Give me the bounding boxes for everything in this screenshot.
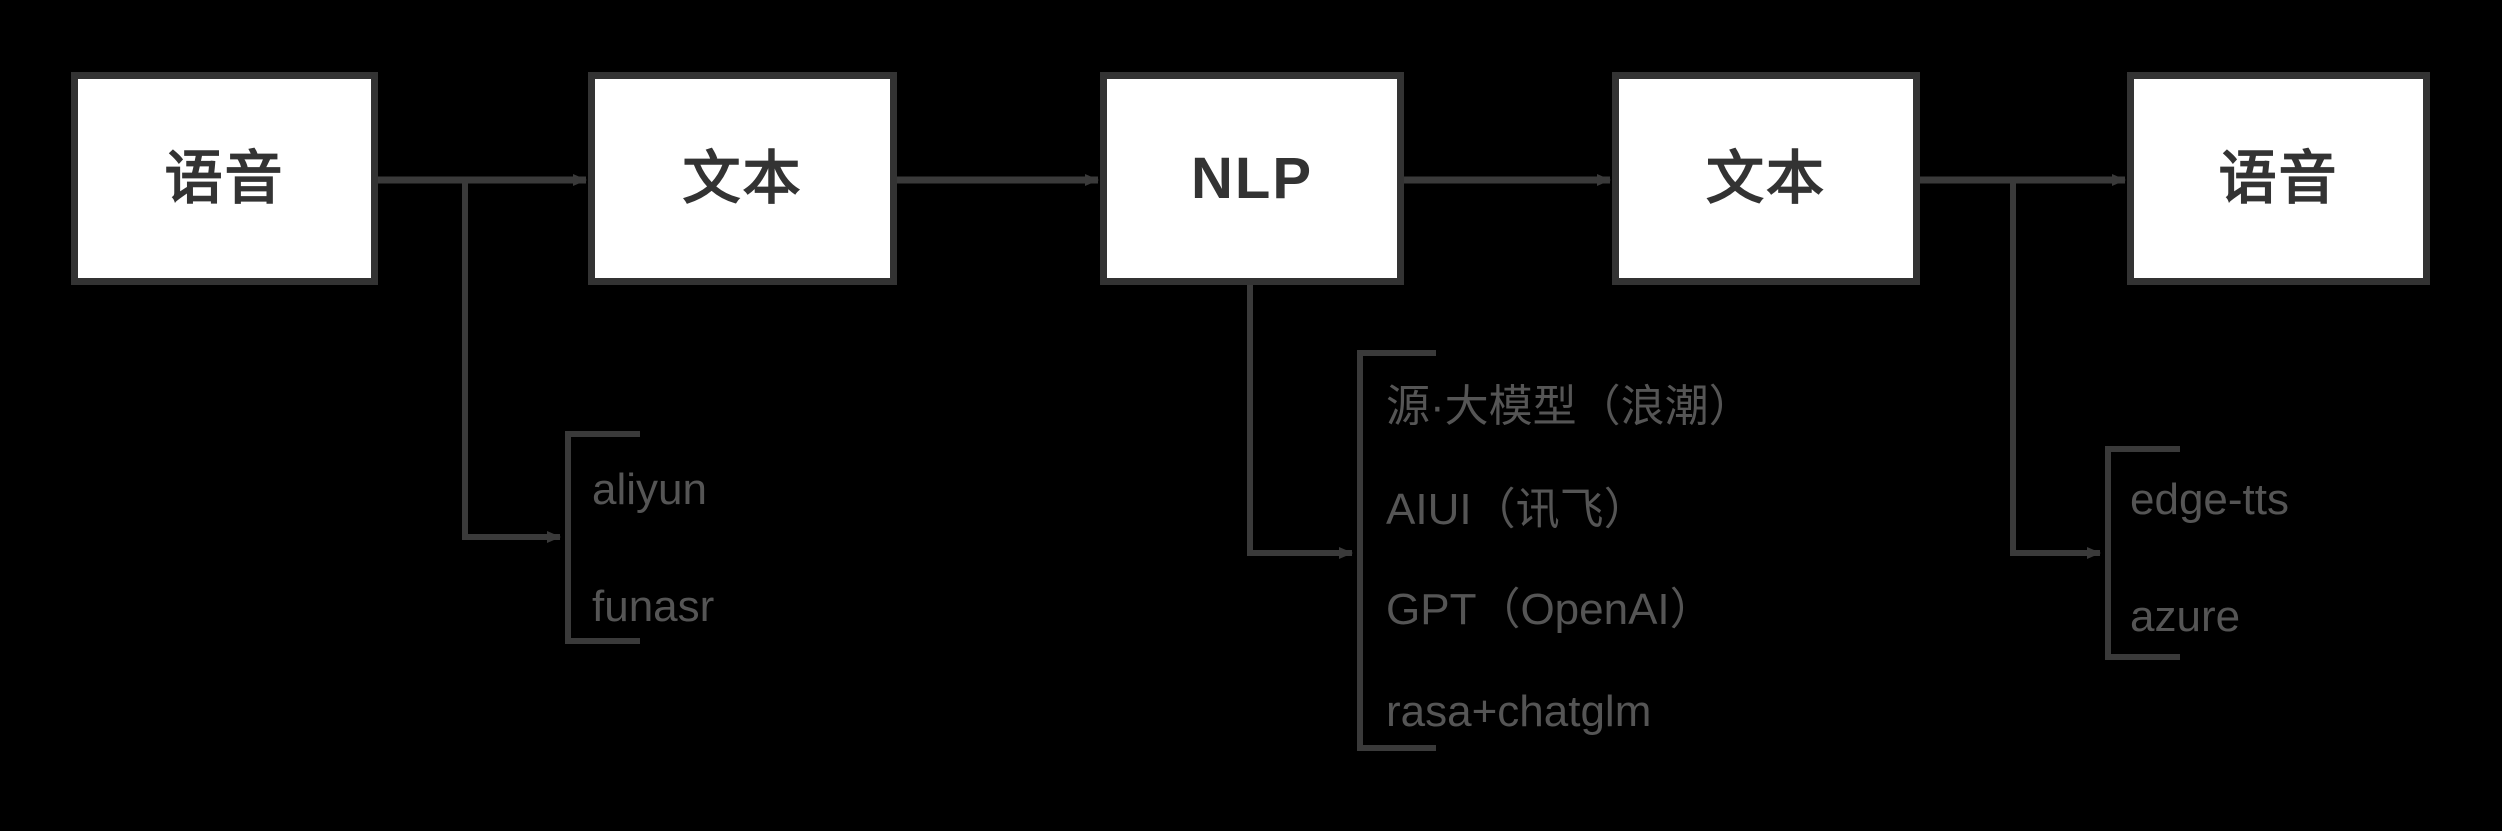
node-label-text-out: 文本: [1705, 145, 1826, 211]
node-label-voice-out: 语音: [2218, 145, 2339, 211]
branch-line-tts-options: [2010, 180, 2101, 559]
node-text-in[interactable]: 文本: [588, 72, 897, 285]
branch-line-nlp-options: [1247, 285, 1353, 559]
option-tts-azure[interactable]: azure: [2130, 592, 2241, 641]
bracket-nlp-options: [1357, 350, 1436, 751]
node-label-text-in: 文本: [682, 145, 803, 211]
option-tts-edge-tts[interactable]: edge-tts: [2130, 475, 2289, 524]
option-nlp-rasa-chatglm[interactable]: rasa+chatglm: [1386, 687, 1652, 736]
option-nlp-aiui[interactable]: AIUI（讯飞）: [1386, 485, 1648, 534]
option-asr-aliyun[interactable]: aliyun: [592, 465, 707, 514]
node-label-voice-in: 语音: [164, 145, 285, 211]
node-nlp[interactable]: NLP: [1100, 72, 1404, 285]
node-text-out[interactable]: 文本: [1612, 72, 1920, 285]
bracket-tts-options: [2105, 446, 2180, 660]
branch-line-asr-options: [462, 180, 561, 543]
node-voice-out[interactable]: 语音: [2127, 72, 2430, 285]
option-nlp-yuan-llm[interactable]: 源·大模型（浪潮）: [1386, 382, 1753, 431]
option-asr-funasr[interactable]: funasr: [592, 582, 715, 631]
option-nlp-gpt[interactable]: GPT（OpenAI）: [1386, 585, 1714, 634]
node-label-nlp: NLP: [1191, 145, 1313, 211]
bracket-asr-options: [565, 431, 640, 644]
node-voice-in[interactable]: 语音: [71, 72, 378, 285]
